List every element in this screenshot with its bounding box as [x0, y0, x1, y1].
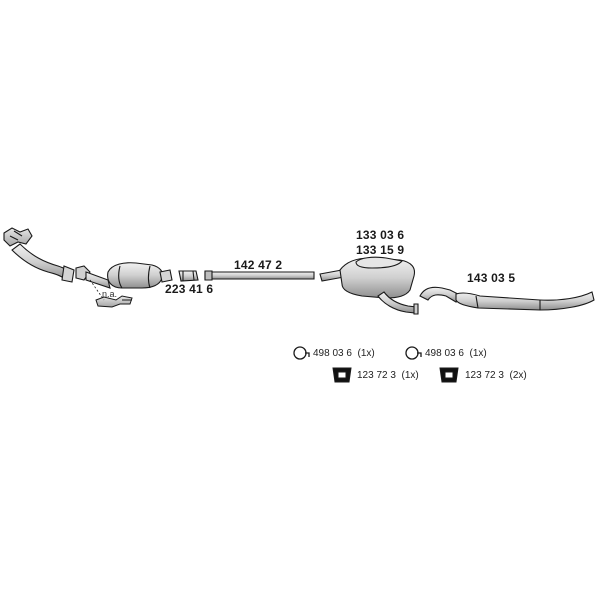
- middle-pipe-part-number: 142 47 2: [234, 258, 283, 272]
- middle-silencer-part[interactable]: [319, 256, 419, 315]
- accessory-part-number: 123 72 3: [465, 370, 504, 381]
- connector-part-number: 223 41 6: [165, 282, 214, 296]
- accessory-label-hanger-2: 123 72 3 (2x): [465, 370, 527, 381]
- front-pipe-part[interactable]: [3, 227, 75, 283]
- accessory-label-ring-clamp-2: 498 03 6 (1x): [425, 348, 487, 359]
- middle-silencer-part-number-b: 133 15 9: [356, 243, 405, 257]
- ring-clamp-icon: [405, 346, 422, 360]
- accessory-label-hanger-1: 123 72 3 (1x): [357, 370, 419, 381]
- lambda-sensor-part[interactable]: [95, 295, 133, 308]
- accessory-part-number: 498 03 6: [313, 348, 352, 359]
- middle-silencer-part-number-a: 133 03 6: [356, 228, 405, 242]
- connector-part[interactable]: [178, 270, 199, 282]
- accessory-quantity: (1x): [469, 348, 487, 359]
- accessory-part-number: 123 72 3: [357, 370, 396, 381]
- rear-silencer-part-number: 143 03 5: [467, 271, 516, 285]
- ring-clamp-icon: [293, 346, 310, 360]
- not-applicable-note: n.a.: [102, 289, 118, 299]
- rear-silencer-part[interactable]: [419, 286, 595, 311]
- accessory-quantity: (1x): [401, 370, 419, 381]
- rubber-hanger-icon: [439, 367, 459, 383]
- accessory-quantity: (2x): [509, 370, 527, 381]
- rubber-hanger-icon: [332, 367, 352, 383]
- accessory-quantity: (1x): [357, 348, 375, 359]
- catalytic-converter-part[interactable]: [75, 262, 173, 289]
- accessory-label-ring-clamp-1: 498 03 6 (1x): [313, 348, 375, 359]
- middle-pipe-part[interactable]: [204, 270, 315, 281]
- dashed-leader-line: [89, 279, 105, 301]
- accessory-part-number: 498 03 6: [425, 348, 464, 359]
